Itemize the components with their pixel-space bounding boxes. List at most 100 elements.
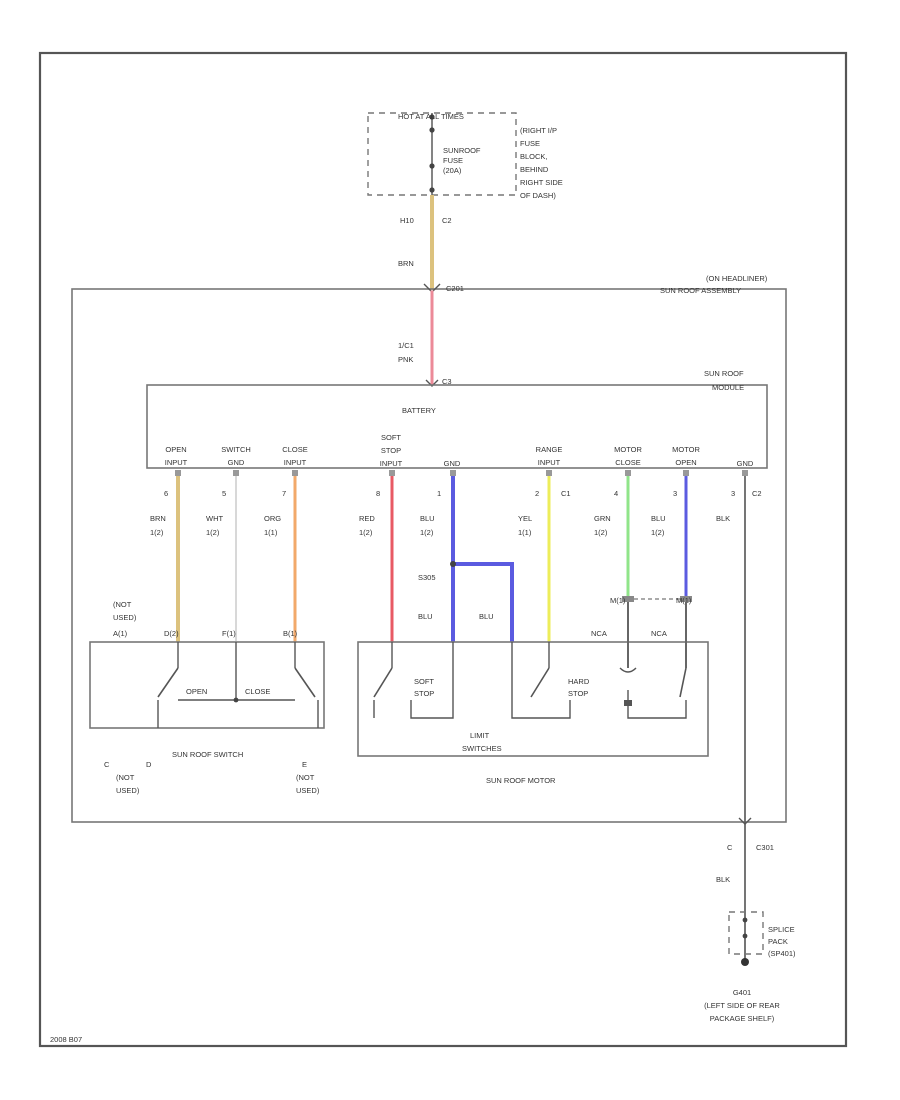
fuse-location-6: OF DASH) [520,191,556,200]
fuse-name-2: FUSE [443,156,463,165]
motor-open-blade [679,667,687,698]
feed-pin: H10 [400,216,414,225]
terminal-motor-close-b: CLOSE [615,458,640,467]
color-close-1: ORG [264,514,281,523]
terminal-close-a: CLOSE [282,445,307,454]
wire-blu-splice [451,562,514,642]
fuse-box-outline [367,112,517,196]
pin-m2-block [680,596,692,602]
nu-left-1: (NOT [116,773,135,782]
soft-stop-label-2: STOP [414,689,434,698]
limit-label-b: SWITCHES [462,744,502,753]
color-gnd-1-b: 1(2) [420,528,434,537]
module-label-b: MODULE [712,383,744,392]
switch-pin-d: D(2) [164,629,179,638]
nu-right-2: USED) [296,786,320,795]
motor-label: SUN ROOF MOTOR [486,776,556,785]
pin-motor-close: 4 [614,489,618,498]
tick-soft-stop [389,470,395,476]
terminal-soft-stop-a: SOFT [381,433,401,442]
splice-pack-node-2 [742,933,748,939]
color-gnd-1-a: BLU [420,514,435,523]
pin-gnd-1: 1 [437,489,441,498]
tick-motor-close [625,470,631,476]
splice-label-a: SPLICE [768,925,795,934]
fuse-location-3: BLOCK, [520,152,548,161]
terminal-open-b: INPUT [165,458,188,467]
diagram-frame [38,51,848,1048]
pin-m1-label: M(1) [610,596,626,605]
terminal-soft-stop-c: INPUT [380,459,403,468]
nu-left-pin-d: D [146,760,152,769]
soft-stop-blade [373,667,393,698]
fuse-location-5: RIGHT SIDE [520,178,563,187]
hard-stop-gnd-path [511,642,571,719]
switch-outline [89,641,325,729]
terminal-motor-close-a: MOTOR [614,445,642,454]
terminal-open-a: OPEN [165,445,186,454]
feed-connector2: C201 [446,284,464,293]
limit-label-a: LIMIT [470,731,490,740]
color-range-1: YEL [518,514,532,523]
fuse-location-4: BEHIND [520,165,549,174]
tick-range [546,470,552,476]
pin-motor-open: 3 [673,489,677,498]
terminal-motor-open-a: MOTOR [672,445,700,454]
tick-close [292,470,298,476]
hard-stop-blade [530,667,550,698]
module-terminals: OPEN INPUT SWITCH GND CLOSE INPUT SOFT S… [165,433,754,468]
motor-close-cup [619,667,637,673]
color-soft-stop-2: 1(2) [359,528,373,537]
splice-pack-node-1 [742,917,748,923]
nu-right-pin-e: E [302,760,307,769]
splice-pack-outline [728,911,764,955]
color-switch-gnd-1: WHT [206,514,223,523]
tick-gnd-2 [742,470,748,476]
terminal-close-b: INPUT [284,458,307,467]
splice-label-c: (SP401) [768,949,796,958]
soft-stop-label-1: SOFT [414,677,434,686]
tick-gnd-1 [450,470,456,476]
switch-not-used-1: (NOT [113,600,132,609]
fuse-top-node [429,114,435,120]
ground-location-b: PACKAGE SHELF) [710,1014,775,1023]
splice-s305-node [450,561,456,567]
motor-close-tip [624,700,632,706]
footer-code: 2008 B07 [50,1035,82,1044]
nca-1-label: NCA [591,629,607,638]
pin-m1-block [622,596,634,602]
soft-stop-gnd-path [410,642,454,719]
assembly-label-b: SUN ROOF ASSEMBLY [660,286,741,295]
pin-gnd-2: 3 [731,489,735,498]
pnk-label-a: 1/C1 [398,341,414,350]
feed-color: BRN [398,259,414,268]
terminal-switch-gnd-a: SWITCH [221,445,251,454]
terminal-range-a: RANGE [536,445,563,454]
tick-open [175,470,181,476]
pin-range: 2 [535,489,539,498]
switch-open-label: OPEN [186,687,207,696]
switch-open-blade [157,667,179,698]
connector-c301-mark [738,817,752,825]
switch-close-blade [294,667,316,698]
color-open-2: 1(2) [150,528,164,537]
switch-common-node [233,697,239,703]
pin-switch-gnd: 5 [222,489,226,498]
connector-c3-mark [425,379,439,387]
fuse-node-b [429,163,435,169]
splice-label-b: PACK [768,937,788,946]
sunroof-motor: S305 BLU BLU NCA NCA SOFT STOP HARD STOP… [357,561,709,785]
color-motor-open-2: 1(2) [651,528,665,537]
fuse-location-1: (RIGHT I/P [520,126,557,135]
hard-stop-label-1: HARD [568,677,590,686]
nu-left-pin-c: C [104,760,110,769]
wire-labels: 6 BRN 1(2) 5 WHT 1(2) 7 ORG 1(1) 8 RED 1… [150,489,762,537]
battery-label: BATTERY [402,406,436,415]
hot-at-all-times-label: HOT AT ALL TIMES [398,112,464,121]
terminal-range-b: INPUT [538,458,561,467]
color-switch-gnd-2: 1(2) [206,528,220,537]
terminal-gnd-1: GND [444,459,461,468]
switch-pin-f: F(1) [222,629,236,638]
switch-pin-a: A(1) [113,629,128,638]
switch-close-label: CLOSE [245,687,270,696]
